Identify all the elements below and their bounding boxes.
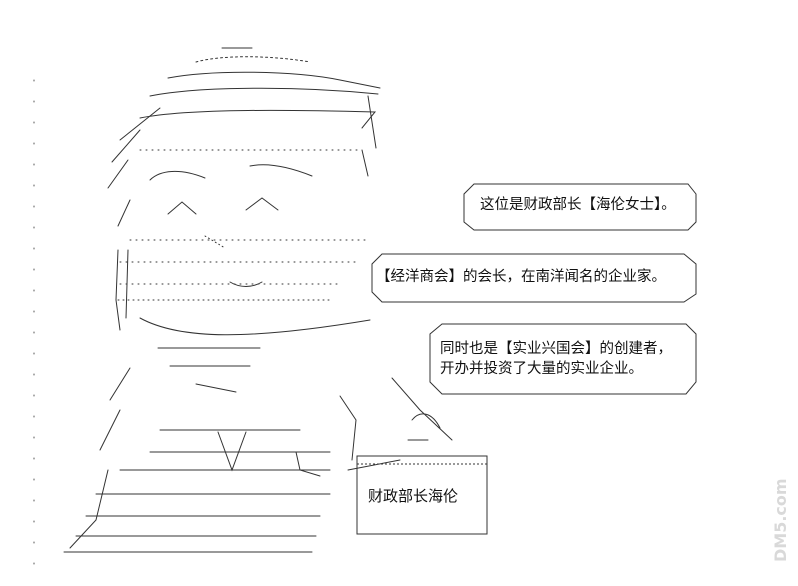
sign-frame <box>356 455 488 535</box>
bubble-3-text: 同时也是【实业兴国会】的创建者， 开办并投资了大量的实业企业。 <box>440 340 672 379</box>
sign-text: 财政部长海伦 <box>368 487 459 505</box>
bubble-1-frame <box>463 183 697 231</box>
bubble-1-text: 这位是财政部长【海伦女士】。 <box>480 197 676 213</box>
bubble-2-text: 【经洋商会】的会长，在南洋闻名的企业家。 <box>376 269 666 285</box>
bubble-3-line-2: 开办并投资了大量的实业企业。 <box>440 360 643 377</box>
bubble-3-line-1: 同时也是【实业兴国会】的创建者， <box>440 341 672 357</box>
dm5-logo: DM5.com <box>771 478 790 562</box>
bubble-3-frame <box>429 323 697 395</box>
bubble-2-frame <box>371 253 697 303</box>
watermark-text: DM5.com <box>771 478 790 562</box>
